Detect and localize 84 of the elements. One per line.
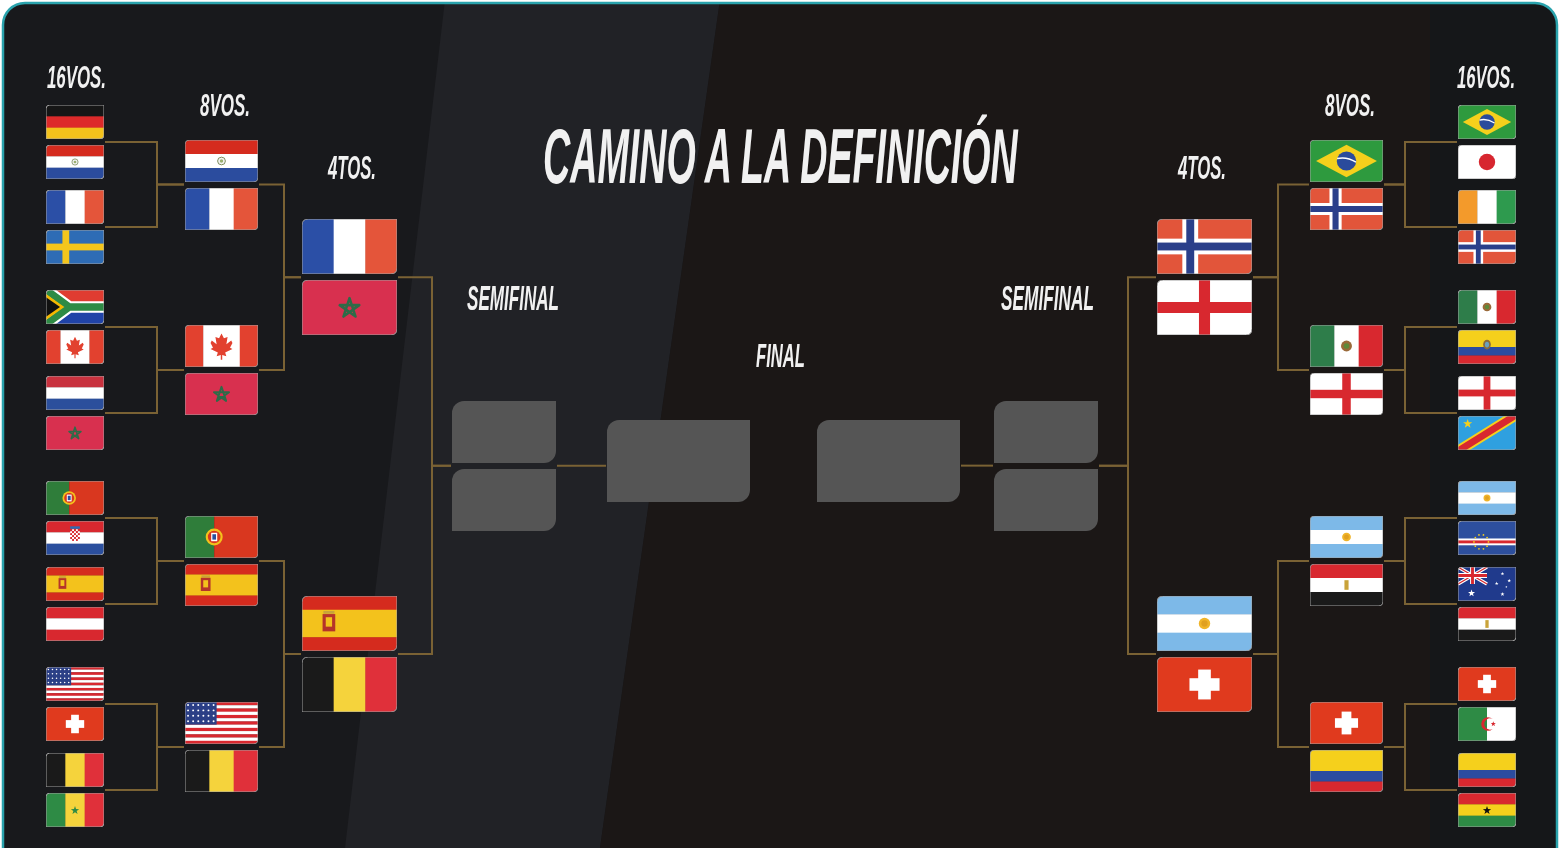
round-label: 8VOS. [1325, 93, 1376, 119]
canada-flag-icon [185, 325, 258, 367]
egypt-flag-icon [1458, 607, 1516, 641]
england-flag-icon [1310, 373, 1383, 415]
paraguay-flag-icon [185, 139, 258, 182]
switzerland-flag-icon [1310, 702, 1383, 744]
mexico-flag-icon [1310, 325, 1383, 367]
argentina-flag-icon [1458, 481, 1516, 515]
morocco-flag-icon [302, 280, 397, 336]
spain-flag-icon [302, 596, 397, 651]
england-flag-icon [1157, 280, 1252, 336]
empty-team-slot [452, 468, 556, 531]
empty-team-slot [607, 420, 750, 502]
cape-verde-flag-icon [1458, 521, 1516, 555]
paraguay-flag-icon [46, 145, 104, 179]
bracket-line [1383, 183, 1458, 228]
norway-flag-icon [1310, 187, 1383, 230]
canada-flag-icon [46, 330, 104, 364]
croatia-flag-icon [46, 521, 104, 555]
france-flag-icon [302, 219, 397, 275]
bracket-line [960, 464, 994, 467]
bracket-line [397, 464, 452, 655]
round-label: 8VOS. [200, 93, 251, 119]
usa-flag-icon [185, 702, 258, 744]
japan-flag-icon [1458, 145, 1516, 179]
bracket-line [104, 369, 185, 414]
bracket-line [104, 746, 185, 791]
spain-flag-icon [185, 564, 258, 606]
portugal-flag-icon [185, 516, 258, 558]
round-label: SEMIFINAL [1001, 285, 1095, 313]
ghana-flag-icon [1458, 793, 1516, 827]
norway-flag-icon [1157, 219, 1252, 275]
switzerland-flag-icon [46, 707, 104, 741]
bracket-line [1252, 276, 1310, 371]
argentina-flag-icon [1310, 516, 1383, 558]
bracket-line [258, 653, 302, 748]
senegal-flag-icon [46, 793, 104, 827]
round-label: 4TOS. [1178, 155, 1227, 182]
algeria-flag-icon [1458, 707, 1516, 741]
germany-flag-icon [46, 105, 104, 139]
ivory-coast-flag-icon [1458, 190, 1516, 224]
bracket-line [104, 560, 185, 605]
sweden-flag-icon [46, 230, 104, 264]
france-flag-icon [185, 187, 258, 230]
round-label: SEMIFINAL [467, 285, 560, 313]
switzerland-flag-icon [1157, 657, 1252, 712]
england-flag-icon [1458, 376, 1516, 410]
spain-flag-icon [46, 567, 104, 601]
round-label: 16VOS. [47, 65, 107, 91]
usa-flag-icon [46, 667, 104, 701]
bracket-line [556, 464, 607, 467]
morocco-flag-icon [46, 416, 104, 450]
belgium-flag-icon [185, 750, 258, 792]
round-label: 4TOS. [328, 155, 377, 182]
morocco-flag-icon [185, 373, 258, 415]
belgium-flag-icon [46, 753, 104, 787]
bracket-line [1252, 653, 1310, 748]
portugal-flag-icon [46, 481, 104, 515]
empty-team-slot [452, 400, 556, 463]
empty-team-slot [817, 420, 960, 502]
dr-congo-flag-icon [1458, 416, 1516, 450]
argentina-flag-icon [1157, 596, 1252, 651]
empty-team-slot [994, 468, 1098, 531]
switzerland-flag-icon [1458, 667, 1516, 701]
france-flag-icon [46, 190, 104, 224]
empty-team-slot [994, 400, 1098, 463]
austria-flag-icon [46, 607, 104, 641]
australia-flag-icon [1458, 567, 1516, 601]
bracket-line [104, 183, 185, 228]
norway-flag-icon [1458, 230, 1516, 264]
bracket-line [258, 276, 302, 371]
colombia-flag-icon [1310, 750, 1383, 792]
round-label: 16VOS. [1457, 65, 1516, 91]
ecuador-flag-icon [1458, 330, 1516, 364]
bracket-line [1098, 464, 1157, 655]
egypt-flag-icon [1310, 564, 1383, 606]
brazil-flag-icon [1310, 139, 1383, 182]
mexico-flag-icon [1458, 290, 1516, 324]
bracket-title: CAMINO A LA DEFINICIÓN [543, 111, 1020, 202]
belgium-flag-icon [302, 657, 397, 712]
netherlands-flag-icon [46, 376, 104, 410]
round-label: FINAL [756, 343, 806, 370]
brazil-flag-icon [1458, 105, 1516, 139]
colombia-flag-icon [1458, 753, 1516, 787]
